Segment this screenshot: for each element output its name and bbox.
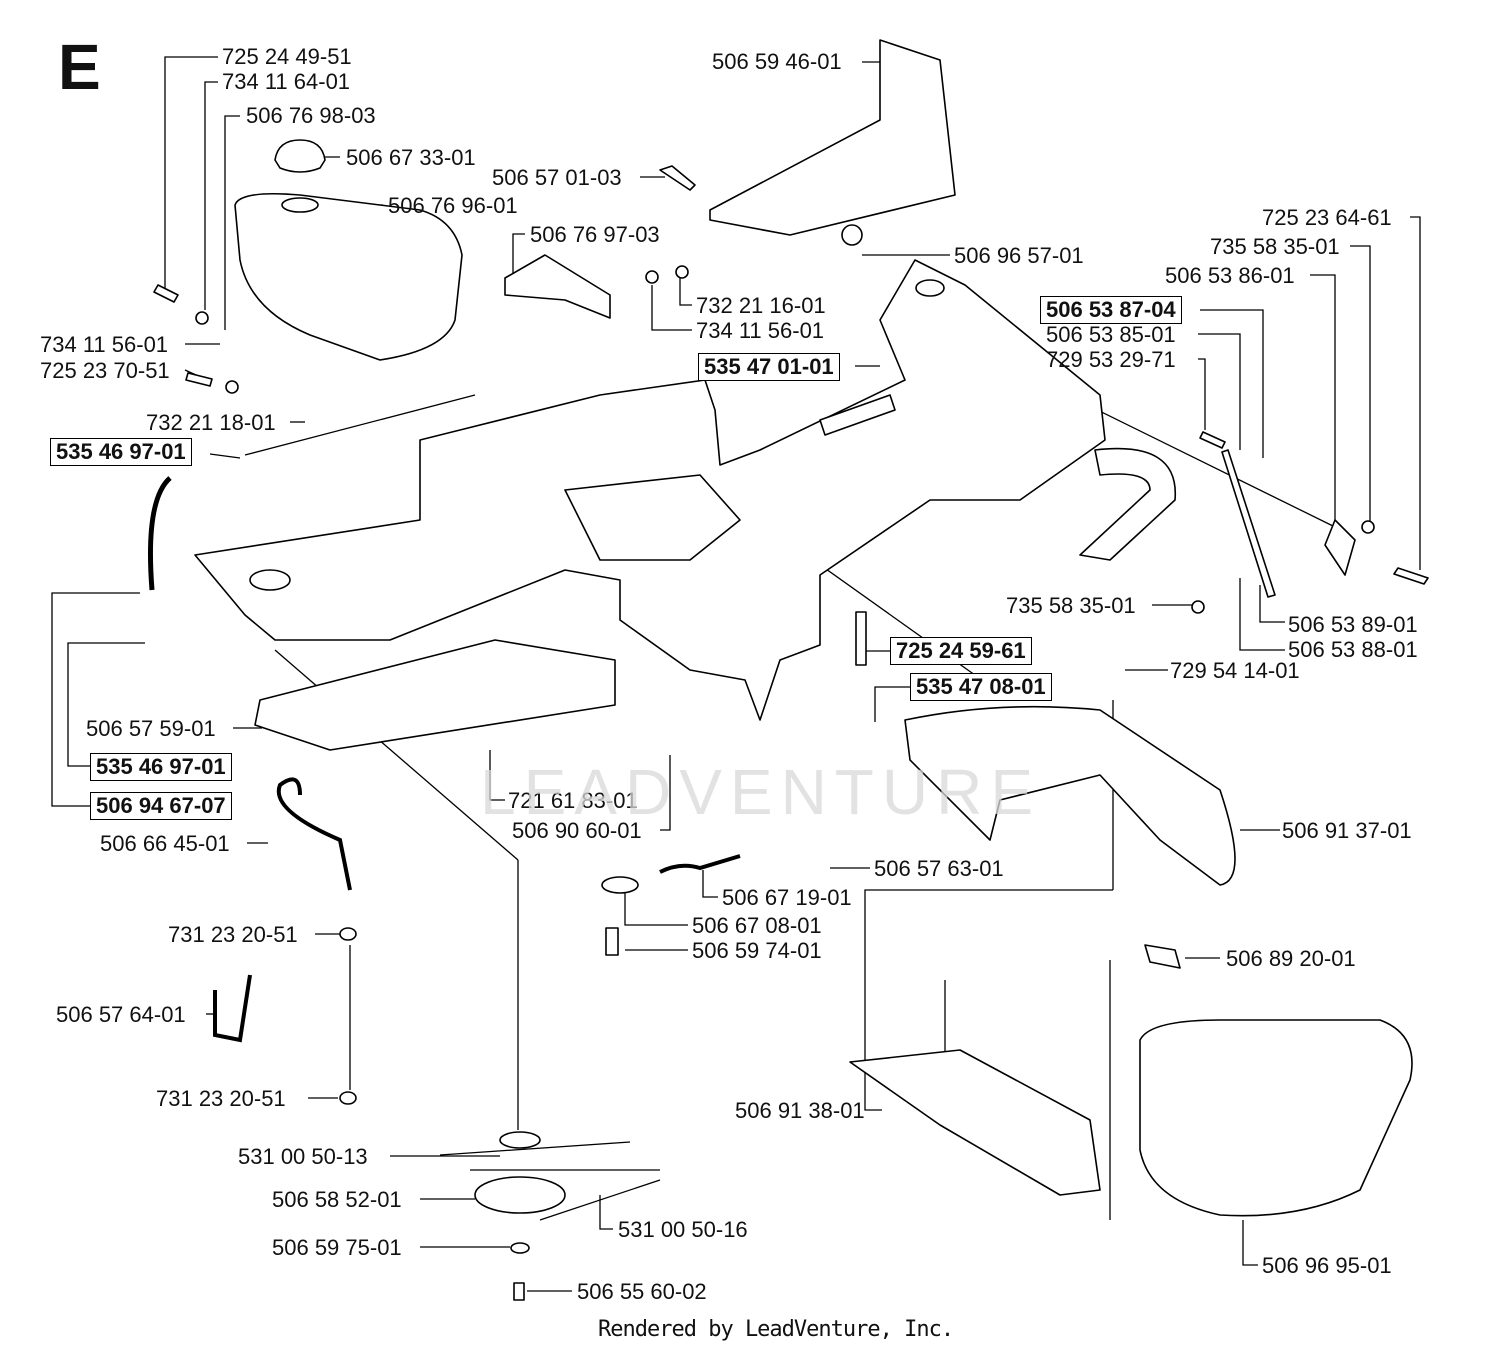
- part-label-highlighted: 725 24 59-61: [890, 637, 1032, 665]
- part-label: 506 66 45-01: [100, 831, 230, 856]
- part-label: 506 96 57-01: [954, 243, 1084, 268]
- part-label: 725 23 70-51: [40, 358, 170, 383]
- watermark: LEADVENTURE: [480, 756, 1041, 828]
- footer-credit: Rendered by LeadVenture, Inc.: [598, 1317, 954, 1342]
- tank-bracket: [504, 254, 611, 319]
- side-cover-left: [1139, 1019, 1413, 1217]
- part-label: 506 67 33-01: [346, 145, 476, 170]
- part-label: 729 53 29-71: [1046, 347, 1176, 372]
- part-label: 732 21 16-01: [696, 293, 826, 318]
- part-label: 506 57 63-01: [874, 856, 1004, 881]
- side-cover-right: [904, 705, 1236, 886]
- small-parts: [195, 224, 1375, 1254]
- part-label: 506 67 19-01: [722, 885, 852, 910]
- part-label-highlighted: 535 46 97-01: [90, 753, 232, 781]
- part-label: 729 54 14-01: [1170, 658, 1300, 683]
- part-label: 531 00 50-13: [238, 1144, 368, 1169]
- part-label: 734 11 56-01: [40, 332, 169, 357]
- tank-cap: [274, 139, 326, 173]
- part-label: 506 76 96-01: [388, 193, 518, 218]
- part-label: 506 55 60-02: [577, 1279, 707, 1304]
- part-label: 734 11 64-01: [222, 69, 351, 94]
- part-label-highlighted: 535 47 08-01: [910, 673, 1052, 701]
- part-label: 506 76 98-03: [246, 103, 376, 128]
- part-label-highlighted: 506 94 67-07: [90, 792, 232, 820]
- part-label: 531 00 50-16: [618, 1217, 748, 1242]
- part-label: 506 59 46-01: [712, 49, 842, 74]
- part-label: 506 76 97-03: [530, 222, 660, 247]
- part-label: 506 91 38-01: [735, 1098, 865, 1123]
- leader-lines: [51, 56, 1421, 1292]
- foot-plate: [849, 1049, 1101, 1196]
- part-label: 506 59 75-01: [272, 1235, 402, 1260]
- part-label: 721 61 83-01: [508, 788, 638, 813]
- part-label: 506 53 86-01: [1165, 263, 1295, 288]
- part-label: 506 90 60-01: [512, 818, 642, 843]
- part-label: 506 67 08-01: [692, 913, 822, 938]
- part-label: 506 59 74-01: [692, 938, 822, 963]
- part-label-highlighted: 506 53 87-04: [1040, 296, 1182, 324]
- part-label: 506 57 64-01: [56, 1002, 186, 1027]
- part-label: 725 24 49-51: [222, 44, 352, 69]
- part-label: 506 53 88-01: [1288, 637, 1418, 662]
- part-label: 731 23 20-51: [156, 1086, 286, 1111]
- part-label: 506 57 59-01: [86, 716, 216, 741]
- pulley: [439, 1131, 661, 1221]
- fuel-tank: [234, 192, 463, 361]
- part-label: 506 58 52-01: [272, 1187, 402, 1212]
- part-label: 506 89 20-01: [1226, 946, 1356, 971]
- seat-plate: [709, 39, 956, 236]
- part-label: 735 58 35-01: [1006, 593, 1136, 618]
- part-label: 732 21 18-01: [146, 410, 276, 435]
- part-label: 506 57 01-03: [492, 165, 622, 190]
- part-label: 506 96 95-01: [1262, 1253, 1392, 1278]
- part-label: 731 23 20-51: [168, 922, 298, 947]
- part-label: 734 11 56-01: [696, 318, 825, 343]
- part-label-highlighted: 535 47 01-01: [698, 353, 840, 381]
- part-label: 506 91 37-01: [1282, 818, 1412, 843]
- part-label-highlighted: 535 46 97-01: [50, 438, 192, 466]
- part-label: 506 53 89-01: [1288, 612, 1418, 637]
- main-frame: [194, 259, 1177, 721]
- bolt: [153, 165, 1429, 1301]
- lower-plate: [254, 639, 616, 751]
- spring: [601, 854, 741, 894]
- section-letter: E: [58, 31, 101, 103]
- part-label: 725 23 64-61: [1262, 205, 1392, 230]
- part-label: 506 53 85-01: [1046, 322, 1176, 347]
- part-label: 735 58 35-01: [1210, 234, 1340, 259]
- fuel-line: [148, 476, 172, 591]
- pedal-rod: [213, 777, 352, 1043]
